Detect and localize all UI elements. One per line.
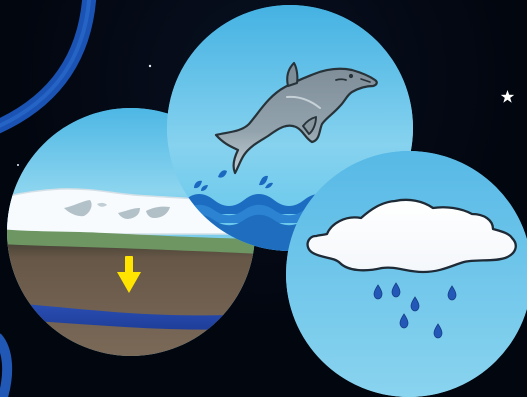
panel-rain-cloud <box>286 150 527 397</box>
star-dot <box>149 65 151 67</box>
orbit-arc-bottom-left <box>0 338 7 397</box>
star-dot <box>17 164 19 166</box>
orbit-arc-top-left <box>0 0 90 132</box>
star-icon <box>501 90 514 103</box>
sky-area <box>286 150 527 397</box>
